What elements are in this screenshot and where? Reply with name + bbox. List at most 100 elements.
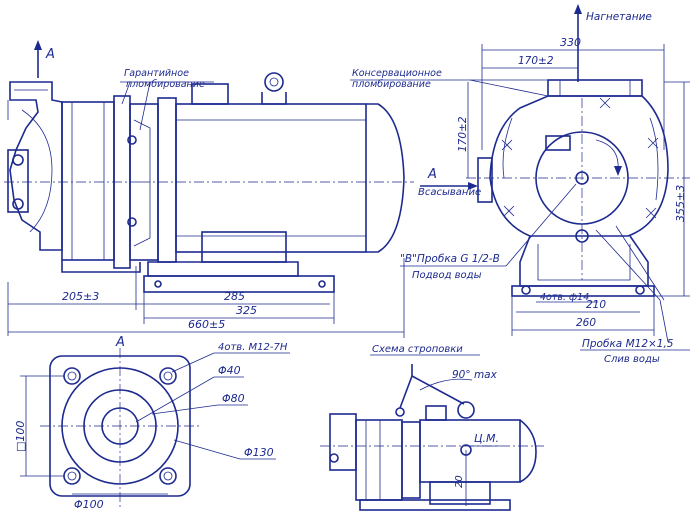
discharge-label: Нагнетание xyxy=(586,11,652,23)
center-mass-label: Ц.М. xyxy=(474,432,499,445)
leader-line xyxy=(595,229,661,301)
base-bolt xyxy=(154,280,162,288)
leader-line xyxy=(505,183,577,267)
sling-eye-motor xyxy=(457,401,475,419)
view-a-bottom-label: А xyxy=(115,335,125,350)
dim-205: 205±3 xyxy=(62,290,99,303)
holes-flange-label: 4отв. М12-7Н xyxy=(218,342,288,353)
dim-325: 325 xyxy=(236,304,257,317)
leader-line xyxy=(469,79,549,97)
drain-plug-circle xyxy=(575,229,589,243)
small-terminal-box xyxy=(425,405,447,421)
dim-210: 210 xyxy=(586,299,606,311)
casing-rib xyxy=(502,117,659,201)
view-a-side-label: А xyxy=(427,167,437,182)
suction-label: Всасывание xyxy=(418,187,481,198)
small-adapter xyxy=(401,421,421,499)
seal-bolt xyxy=(127,217,137,227)
sling-eye xyxy=(395,407,405,417)
plug-g-label-2: Подвод воды xyxy=(412,270,482,281)
foot-hole xyxy=(521,285,531,295)
corner-bolts xyxy=(501,97,659,219)
sq-100: □100 xyxy=(14,421,27,452)
dim-660: 660±5 xyxy=(188,318,225,331)
discharge-flange xyxy=(547,79,643,97)
sling-scheme: Схема строповки 90° max Ц.М. 20 xyxy=(320,344,544,511)
terminal-box xyxy=(191,83,229,105)
angle-arc xyxy=(419,378,473,391)
sling-scheme-label: Схема строповки xyxy=(372,344,463,355)
flange-bolt-hole xyxy=(159,467,177,485)
rope xyxy=(411,375,465,405)
base-frame xyxy=(143,275,335,293)
flange-bolt xyxy=(12,198,24,210)
nameplate xyxy=(545,135,571,151)
leader-line xyxy=(173,439,241,460)
pedestal-inner xyxy=(537,244,631,281)
rope xyxy=(399,375,413,409)
front-view: Нагнетание 330 170±2 Консервационное пло… xyxy=(350,4,690,365)
pump-pedestal xyxy=(519,235,649,287)
flange-view: А 4отв. М12-7Н Φ40 Φ80 Φ130 □100 Φ1 xyxy=(14,335,290,511)
suction-arrowhead xyxy=(468,182,478,190)
angle-max: 90° max xyxy=(452,369,498,381)
phi-40: Φ40 xyxy=(218,364,241,377)
plug-m-label-2: Слив воды xyxy=(604,354,660,365)
dim-20: 20 xyxy=(454,475,465,488)
guarantee-seal-label-2: пломбирование xyxy=(126,79,205,90)
dim-170-top: 170±2 xyxy=(518,55,554,67)
discharge-arrowhead xyxy=(574,4,582,14)
lifting-eye-base xyxy=(261,92,287,105)
flange-bolt-hole xyxy=(63,467,81,485)
conservation-seal-label-1: Консервационное xyxy=(352,68,442,79)
side-view: А xyxy=(4,40,414,338)
base-bolt xyxy=(318,280,326,288)
leader-line xyxy=(139,81,151,131)
foot-hole xyxy=(635,285,645,295)
small-base xyxy=(359,499,511,511)
guarantee-seal-label-1: Гарантийное xyxy=(124,68,189,79)
holes-bottom-label: 4отв. ф14 xyxy=(540,292,589,303)
pump-casing xyxy=(61,101,115,261)
plug-g-label-1: "В"Пробка G 1/2-В xyxy=(400,253,500,265)
leader-line xyxy=(615,225,665,301)
casing-front xyxy=(489,95,669,237)
seal-bolt xyxy=(127,135,137,145)
seal-area xyxy=(133,119,151,247)
flange-bolt xyxy=(12,154,24,166)
small-motor-foot xyxy=(429,481,491,505)
rotation-arrow xyxy=(595,139,619,171)
base-plate xyxy=(147,261,299,277)
phi-100: Φ100 xyxy=(74,498,104,511)
dim-330: 330 xyxy=(560,36,581,49)
leader-line xyxy=(659,299,669,343)
small-flange-bolt xyxy=(329,453,339,463)
motor-end-shield xyxy=(157,97,177,263)
view-a-arrowhead xyxy=(34,40,42,50)
motor-body xyxy=(175,103,367,253)
leader-line xyxy=(135,376,215,423)
pump-volute-inner xyxy=(14,89,53,233)
pump-support xyxy=(61,260,141,273)
flange-bolt-hole xyxy=(63,367,81,385)
view-a-top-label: А xyxy=(45,47,55,62)
conservation-seal-label-2: пломбирование xyxy=(352,79,431,90)
pump-volute xyxy=(9,81,63,251)
flange-bolt-hole xyxy=(159,367,177,385)
leader-line xyxy=(121,81,131,105)
dim-260: 260 xyxy=(576,317,596,329)
phi-130: Φ130 xyxy=(244,446,274,459)
phi-80: Φ80 xyxy=(222,392,245,405)
suction-flange xyxy=(7,149,29,213)
lifting-eye-hole xyxy=(269,77,279,87)
motor-foot xyxy=(201,231,287,263)
leader-line xyxy=(151,404,219,415)
motor-fan-cover xyxy=(366,103,405,253)
plug-m-label-1: Пробка М12×1,5 xyxy=(582,338,674,350)
lifting-eye xyxy=(264,72,284,92)
foot-plate xyxy=(511,285,655,297)
small-motor xyxy=(419,419,521,483)
dim-285: 285 xyxy=(224,290,245,303)
